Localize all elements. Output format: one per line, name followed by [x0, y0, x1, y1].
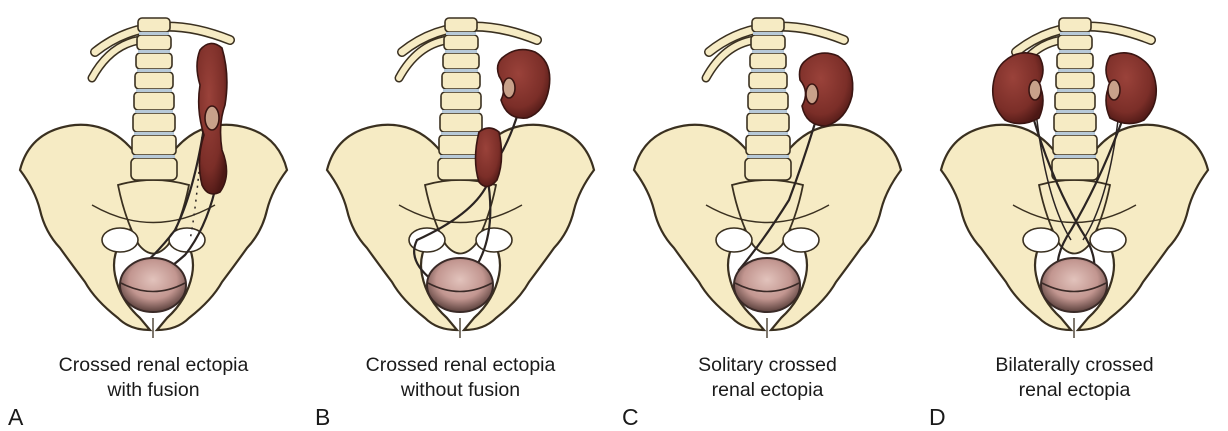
- bladder-icon: [1040, 257, 1108, 313]
- caption-line-1: Crossed renal ectopia: [58, 354, 249, 376]
- bladder-icon: [426, 257, 494, 313]
- panel-c: Solitary crossed renal ectopia C: [614, 0, 921, 431]
- kidney-icon: [196, 42, 228, 195]
- caption: Solitary crossed renal ectopia: [614, 353, 921, 403]
- bilateral-crossed-illustration: [921, 0, 1228, 352]
- bladder-icon: [733, 257, 801, 313]
- caption-line-2: renal ectopia: [711, 379, 824, 401]
- caption-line-2: renal ectopia: [1018, 379, 1131, 401]
- caption: Bilaterally crossed renal ectopia: [921, 353, 1228, 403]
- panel-letter: C: [622, 404, 639, 430]
- solitary-crossed-illustration: [614, 0, 921, 352]
- caption: Crossed renal ectopia without fusion: [307, 353, 614, 403]
- bladder-icon: [119, 257, 187, 313]
- panel-b: Crossed renal ectopia without fusion B: [307, 0, 614, 431]
- crossed-fused-illustration: [0, 0, 307, 352]
- kidney-icon: [991, 52, 1158, 125]
- panel-letter: A: [8, 404, 24, 430]
- caption-line-1: Solitary crossed: [698, 354, 837, 376]
- caption: Crossed renal ectopia with fusion: [0, 353, 307, 403]
- panel-letter: D: [929, 404, 946, 430]
- panel-a: Crossed renal ectopia with fusion A: [0, 0, 307, 431]
- crossed-unfused-illustration: [307, 0, 614, 352]
- kidney-icon: [474, 48, 551, 188]
- caption-line-1: Bilaterally crossed: [995, 354, 1154, 376]
- kidney-icon: [798, 52, 854, 127]
- panel-d: Bilaterally crossed renal ectopia D: [921, 0, 1228, 431]
- caption-line-2: with fusion: [107, 379, 200, 401]
- caption-line-1: Crossed renal ectopia: [365, 354, 556, 376]
- panel-letter: B: [315, 404, 331, 430]
- caption-line-2: without fusion: [400, 379, 521, 401]
